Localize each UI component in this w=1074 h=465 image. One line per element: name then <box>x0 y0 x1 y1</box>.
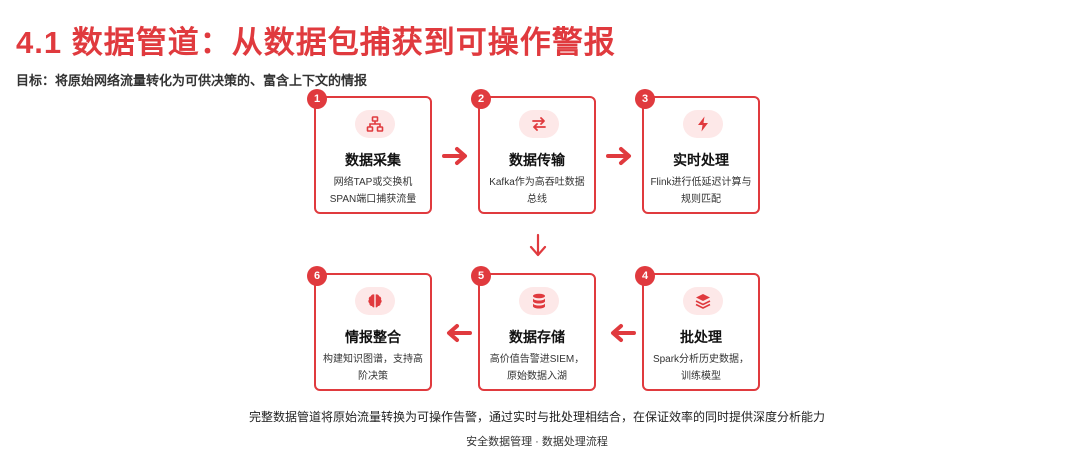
step-title: 数据传输 <box>509 152 565 168</box>
step-description: Kafka作为高吞吐数据总线 <box>489 177 585 205</box>
footer-text: 安全数据管理 · 数据处理流程 <box>466 436 608 448</box>
step-description: 网络TAP或交换机SPAN端口捕获流量 <box>329 177 417 205</box>
step-badge: 4 <box>635 266 655 286</box>
step-description: 构建知识图谱，支持高阶决策 <box>323 354 423 382</box>
layers-icon <box>683 287 723 315</box>
arrow-right-icon <box>442 147 467 165</box>
arrow-left-icon <box>447 324 472 342</box>
step-badge: 2 <box>471 89 491 109</box>
summary-text: 完整数据管道将原始流量转换为可操作告警，通过实时与批处理相结合，在保证效率的同时… <box>248 410 825 424</box>
brain-icon <box>355 287 395 315</box>
step-card-1: 1 数据采集 网络TAP或交换机SPAN端口捕获流量 <box>307 89 432 214</box>
bolt-icon <box>683 110 723 138</box>
step-card-4: 4 批处理 Spark分析历史数据，训练模型 <box>635 266 760 391</box>
exchange-icon <box>519 110 559 138</box>
step-badge: 3 <box>635 89 655 109</box>
step-card-5: 5 数据存储 高价值告警进SIEM，原始数据入湖 <box>471 266 596 391</box>
step-card-6: 6 情报整合 构建知识图谱，支持高阶决策 <box>307 266 432 391</box>
database-icon <box>519 287 559 315</box>
arrow-down-icon <box>529 233 547 257</box>
step-title: 批处理 <box>680 329 722 345</box>
step-title: 数据存储 <box>509 329 565 345</box>
step-title: 数据采集 <box>345 152 401 168</box>
step-card-2: 2 数据传输 Kafka作为高吞吐数据总线 <box>471 89 596 214</box>
page-title: 4.1 数据管道：从数据包捕获到可操作警报 <box>16 25 616 60</box>
step-title: 情报整合 <box>345 329 401 345</box>
step-title: 实时处理 <box>673 152 729 168</box>
step-description: Spark分析历史数据，训练模型 <box>652 354 750 382</box>
page-subtitle: 目标：将原始网络流量转化为可供决策的、富含上下文的情报 <box>16 73 368 88</box>
step-badge: 5 <box>471 266 491 286</box>
step-description: Flink进行低延迟计算与规则匹配 <box>650 177 752 205</box>
network-icon <box>355 110 395 138</box>
step-badge: 1 <box>307 89 327 109</box>
step-badge: 6 <box>307 266 327 286</box>
arrow-left-icon <box>611 324 636 342</box>
arrow-right-icon <box>606 147 631 165</box>
step-card-3: 3 实时处理 Flink进行低延迟计算与规则匹配 <box>635 89 760 214</box>
step-description: 高价值告警进SIEM，原始数据入湖 <box>489 354 585 382</box>
